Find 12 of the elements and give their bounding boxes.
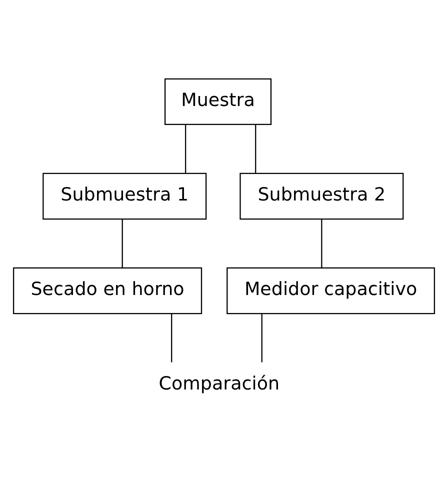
node-box: Submuestra 1 <box>42 172 206 220</box>
node-text: Comparación <box>158 373 280 394</box>
node-box: Muestra <box>164 78 272 125</box>
connector <box>254 124 256 173</box>
connector <box>260 313 262 362</box>
connector <box>184 124 186 173</box>
connector <box>121 218 122 268</box>
node-box: Secado en horno <box>12 266 202 314</box>
node-box: Medidor capacitivo <box>226 266 435 314</box>
node-box: Submuestra 2 <box>239 172 404 220</box>
connector <box>320 218 322 268</box>
connector <box>170 313 172 362</box>
